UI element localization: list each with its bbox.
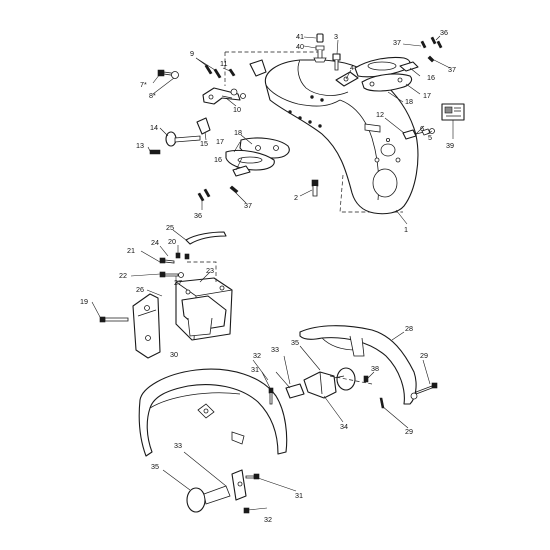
callout-38: 38: [371, 364, 379, 373]
callout-16-lower: 16: [214, 155, 222, 164]
callout-39: 39: [446, 141, 454, 150]
callout-29-lower: 29: [405, 427, 413, 436]
callout-14: 14: [150, 123, 158, 132]
clip-9-11: [204, 59, 267, 79]
callout-34: 34: [340, 422, 348, 431]
callout-37-right: 37: [448, 65, 456, 74]
callout-15: 15: [200, 139, 208, 148]
callout-19: 19: [80, 297, 88, 306]
callout-24: 24: [151, 238, 159, 247]
callout-1: 1: [404, 225, 408, 234]
callout-3: 3: [334, 32, 338, 41]
callout-8: 8*: [149, 91, 156, 100]
callout-13: 13: [136, 141, 144, 150]
callout-31-lower: 31: [295, 491, 303, 500]
callout-2: 2: [294, 193, 298, 202]
callout-23: 23: [206, 266, 214, 275]
callout-37-mid: 37: [244, 201, 252, 210]
plate-26: [132, 293, 161, 359]
callout-32-lower: 32: [264, 515, 272, 524]
leaders-upper: [147, 35, 454, 225]
bracket-dashed-line: [187, 261, 217, 282]
callout-40: 40: [296, 42, 304, 51]
bracket-assembly: [91, 229, 233, 359]
marker-light-lower: [162, 451, 297, 514]
callout-35-lower: 35: [151, 462, 159, 471]
bolt-38: [363, 375, 369, 383]
callout-22: 22: [119, 271, 127, 280]
lens-35-lower: [186, 487, 206, 513]
callout-32-upper: 32: [253, 351, 261, 360]
bolt-19: [99, 316, 129, 323]
callout-10: 10: [233, 105, 241, 114]
strap-25: [185, 231, 227, 245]
callout-18-top: 18: [405, 97, 413, 106]
callout-18-lower: 18: [234, 128, 242, 137]
callout-4: 4: [350, 63, 354, 72]
label-plate: [441, 103, 465, 121]
callout-11: 11: [220, 59, 227, 68]
tail-lamp-upper: [335, 56, 419, 92]
callout-41: 41: [296, 32, 304, 41]
callout-37-top: 37: [393, 38, 401, 47]
callout-20: 20: [168, 237, 176, 246]
callout-36-mid: 36: [194, 211, 202, 220]
mount-bracket-10: [202, 87, 246, 105]
bolt-7-8: [157, 69, 179, 79]
front-fender: [138, 368, 288, 457]
rear-fender: [264, 59, 419, 215]
hardware-36-37-top: [420, 36, 443, 63]
callout-7: 7*: [140, 80, 147, 89]
callout-27: 27: [174, 278, 182, 287]
callout-36-top: 36: [440, 28, 448, 37]
callout-17-top: 17: [423, 91, 431, 100]
callout-31-upper: 31: [251, 365, 259, 374]
callout-6: 6: [420, 124, 424, 133]
callout-12: 12: [376, 110, 384, 119]
callout-26: 26: [136, 285, 144, 294]
callout-33-lower: 33: [174, 441, 182, 450]
callout-28: 28: [405, 324, 413, 333]
callout-33-right: 33: [271, 345, 279, 354]
hardware-31-32-upper: [252, 359, 274, 405]
leaders-rear-light: [275, 331, 431, 429]
tail-lamp-lower: [225, 137, 290, 177]
bracket-box-23: [175, 277, 233, 341]
upper-assembly: [147, 33, 465, 225]
leaders-marker-light: [162, 451, 297, 511]
knob-14-15: [149, 117, 211, 155]
small-bolts-20-24: [159, 252, 190, 278]
hardware-36-37-mid: [197, 185, 239, 202]
callout-5: 5: [428, 133, 432, 142]
callout-labels: 41 40 3 37 36 37 9 11 7* 8* 4 16 17 18 1…: [80, 28, 456, 524]
rear-light-assembly: [275, 325, 438, 429]
callout-9: 9: [190, 49, 194, 58]
callout-30: 30: [170, 350, 178, 359]
fender-trim-28: [299, 325, 417, 405]
callout-16-top: 16: [427, 73, 435, 82]
callout-35-right: 35: [291, 338, 299, 347]
callout-17-lower: 17: [216, 137, 224, 146]
leaders-bracket: [91, 229, 211, 318]
bolt-29-right: [431, 382, 438, 389]
rear-light-dashed-line: [329, 375, 373, 385]
bolt-2: [311, 179, 319, 197]
lamp-housing-34: [285, 371, 345, 399]
hardware-12-6-5: [402, 128, 435, 140]
callout-21: 21: [127, 246, 135, 255]
hardware-41-40-3: [313, 33, 341, 71]
callout-29-right: 29: [420, 351, 428, 360]
callout-25: 25: [166, 223, 174, 232]
